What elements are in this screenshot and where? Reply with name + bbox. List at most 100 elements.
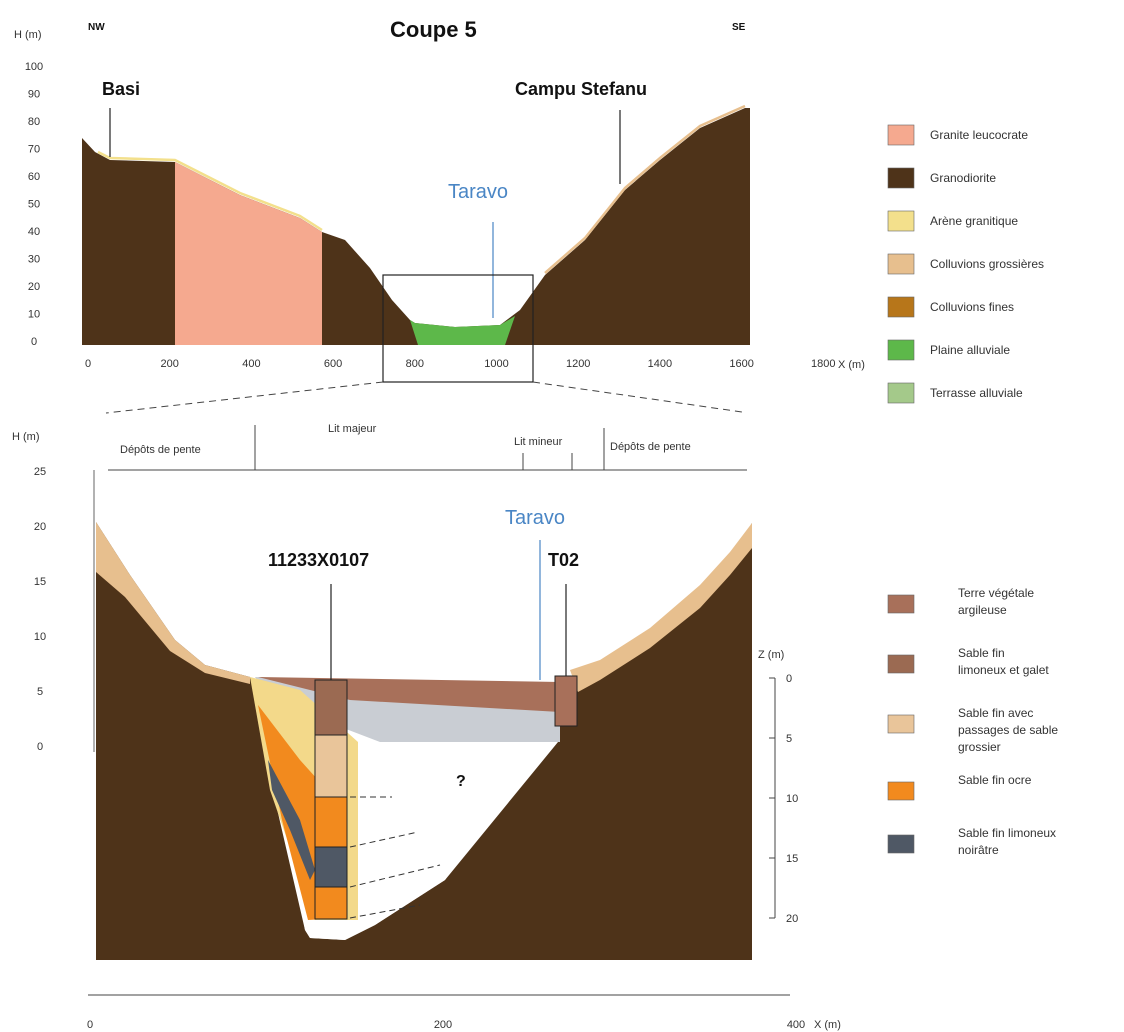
top-ytick-label: 50	[28, 199, 40, 211]
bottom-ytick-label: 5	[37, 686, 43, 698]
z-axis-ticks: 0 5 10 15 20	[769, 673, 798, 925]
legend-label: Terre végétale	[958, 586, 1034, 600]
figure-title: Coupe 5	[390, 17, 477, 42]
borehole-t02	[554, 675, 578, 727]
top-ytick-label: 80	[28, 116, 40, 128]
dash-ext-3	[349, 864, 441, 888]
top-xtick-label: 1400	[648, 358, 672, 370]
zoom-guide-right	[532, 381, 743, 413]
top-yaxis-label: H (m)	[14, 29, 42, 41]
top-xtick-label: 1200	[566, 358, 590, 370]
top-xtick-label: 800	[406, 358, 424, 370]
bottom-ytick-label: 15	[34, 576, 46, 588]
z-axis-label: Z (m)	[758, 649, 784, 661]
direction-nw: NW	[88, 22, 105, 33]
borehole-2-label: T02	[548, 550, 579, 570]
top-ytick-label: 0	[31, 336, 37, 348]
bottom-xaxis-label: X (m)	[814, 1019, 841, 1031]
bottom-river-label: Taravo	[505, 507, 565, 529]
place-basi: Basi	[102, 79, 140, 99]
legend-label: limoneux et galet	[958, 663, 1049, 677]
bottom-xtick-label: 200	[434, 1019, 452, 1031]
legend-label: Sable fin limoneux	[958, 826, 1056, 840]
borehole-1-label: 11233X0107	[268, 550, 369, 570]
dash-ext-4	[349, 904, 421, 919]
top-colluvion-cover	[544, 104, 746, 274]
top-xaxis-ticks: 0 200 400 600 800 1000 1200 1400 1600 1800	[85, 358, 836, 370]
place-campu-stefanu: Campu Stefanu	[515, 79, 647, 99]
top-xtick-label: 200	[161, 358, 179, 370]
legend-swatch	[887, 167, 915, 189]
top-xtick-label: 600	[324, 358, 342, 370]
legend-swatch	[887, 714, 915, 734]
bottom-ytick-label: 0	[37, 741, 43, 753]
legend-swatch	[887, 781, 915, 801]
top-ytick-label: 70	[28, 144, 40, 156]
top-xtick-label: 1800	[811, 358, 835, 370]
zoom-box	[382, 274, 534, 383]
top-granite-leucocrate	[175, 162, 322, 345]
legend-label: noirâtre	[958, 843, 999, 857]
legend-swatch	[887, 339, 915, 361]
bottom-xtick-label: 400	[787, 1019, 805, 1031]
bottom-xtick-label: 0	[87, 1019, 93, 1031]
top-arene-cover	[97, 150, 323, 232]
top-plaine-alluviale	[410, 316, 515, 345]
z-tick-label: 20	[786, 913, 798, 925]
legend-swatch	[887, 253, 915, 275]
bottom-ytick-label: 25	[34, 466, 46, 478]
top-ytick-label: 90	[28, 89, 40, 101]
top-ytick-label: 60	[28, 171, 40, 183]
z-tick-label: 5	[786, 733, 792, 745]
top-xtick-label: 1600	[729, 358, 753, 370]
top-river-label: Taravo	[448, 181, 508, 203]
legend-label: Colluvions grossières	[930, 257, 1044, 271]
z-tick-label: 10	[786, 793, 798, 805]
legend-swatch	[887, 382, 915, 404]
unknown-mark: ?	[456, 773, 466, 790]
z-tick-label: 0	[786, 673, 792, 685]
legend-label: Sable fin	[958, 646, 1005, 660]
top-xtick-label: 0	[85, 358, 91, 370]
bottom-colluvions-right	[570, 523, 752, 692]
top-ytick-label: 30	[28, 254, 40, 266]
zoom-guide-left	[105, 381, 384, 414]
legend-label: Granodiorite	[930, 171, 996, 185]
legend-label: Plaine alluviale	[930, 343, 1010, 357]
legend-label: grossier	[958, 740, 1001, 754]
unknown-zone	[300, 742, 558, 940]
legend-swatch	[887, 210, 915, 232]
legend-label: Granite leucocrate	[930, 128, 1028, 142]
legend-swatch	[887, 296, 915, 318]
bottom-xaxis-ticks: 0 200 400	[87, 1019, 805, 1031]
borehole-11233x0107	[314, 584, 348, 920]
zone-depots-pente-left: Dépôts de pente	[120, 444, 201, 456]
bottom-ytick-label: 20	[34, 521, 46, 533]
top-ytick-label: 40	[28, 226, 40, 238]
legend-label: passages de sable	[958, 723, 1058, 737]
top-xaxis-label: X (m)	[838, 359, 865, 371]
legend-swatch	[887, 834, 915, 854]
legend-label: Sable fin ocre	[958, 773, 1032, 787]
bottom-colluvions-left	[96, 522, 250, 684]
z-tick-label: 15	[786, 853, 798, 865]
zone-lit-mineur: Lit mineur	[514, 436, 563, 448]
top-xtick-label: 400	[242, 358, 260, 370]
top-ytick-label: 100	[25, 61, 43, 73]
zone-lit-majeur: Lit majeur	[328, 423, 377, 435]
bottom-yaxis-label: H (m)	[12, 431, 40, 443]
zone-depots-pente-right: Dépôts de pente	[610, 441, 691, 453]
legend-label: Colluvions fines	[930, 300, 1014, 314]
top-xtick-label: 1000	[484, 358, 508, 370]
legend-label: Arène granitique	[930, 214, 1018, 228]
legend-label: argileuse	[958, 603, 1007, 617]
dark-sand-layer	[268, 760, 315, 880]
legend-swatch	[887, 124, 915, 146]
top-ytick-label: 20	[28, 281, 40, 293]
dash-ext-2	[349, 831, 419, 848]
legend-label: Terrasse alluviale	[930, 386, 1023, 400]
